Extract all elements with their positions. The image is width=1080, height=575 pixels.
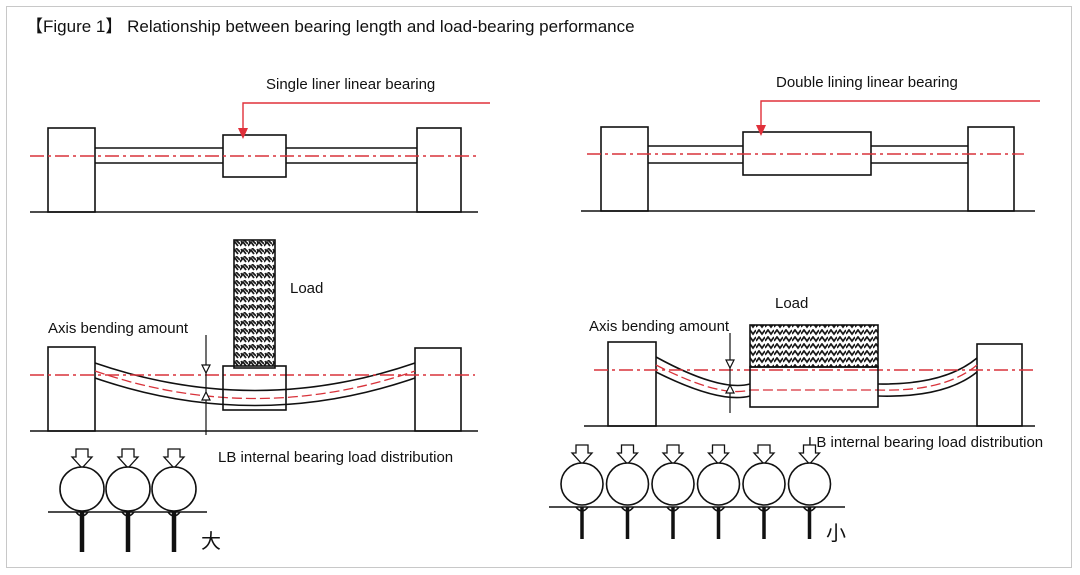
bent-shaft-lower-right (877, 371, 978, 397)
stress-notch (75, 511, 89, 517)
load-arrow-icon (616, 444, 639, 465)
left-support-block (47, 127, 96, 213)
figure-title: 【Figure 1】 Relationship between bearing … (26, 17, 635, 36)
bending-label: Axis bending amount (48, 320, 189, 337)
stress-notch (757, 506, 771, 512)
load-arrow-icon (661, 444, 685, 465)
pointer-line (242, 102, 490, 137)
load-label: Load (775, 295, 808, 312)
stress-notch (620, 506, 635, 512)
load-arrow-icon (116, 448, 140, 469)
pointer-line (760, 100, 1040, 134)
pointer-arrowhead (238, 128, 248, 139)
ball (605, 462, 650, 506)
load-arrow-icon (752, 444, 776, 465)
right-support-block (976, 343, 1023, 427)
distribution-label: LB internal bearing load distribution (808, 434, 1043, 451)
load-block (233, 239, 276, 369)
load-arrow-icon (707, 444, 730, 465)
load-arrow-icon (798, 444, 821, 465)
right-bottom-assembly (584, 324, 1035, 427)
bent-shaft-upper-right (877, 357, 978, 385)
bending-label: Axis bending amount (589, 318, 730, 335)
load-block (749, 324, 879, 368)
bent-axis (94, 370, 416, 400)
bearing-label: Double lining linear bearing (776, 74, 958, 91)
ball (560, 462, 604, 506)
right-support-block (416, 127, 462, 213)
distribution-label: LB internal bearing load distribution (218, 449, 453, 466)
ball (742, 462, 786, 506)
stress-notch (167, 511, 181, 517)
bending-arrow-up (725, 383, 735, 394)
load-distribution-balls (59, 448, 197, 552)
ball (59, 466, 105, 512)
bending-arrow-down (725, 359, 735, 370)
load-label: Load (290, 280, 323, 297)
right-support-block (414, 347, 462, 432)
bending-arrow-down (201, 364, 211, 375)
load-arrow-icon (570, 444, 594, 465)
ball (787, 462, 832, 506)
ball (651, 462, 695, 506)
bent-shaft-lower (94, 377, 416, 407)
pointer-arrowhead (756, 125, 766, 136)
stress-notch (802, 506, 817, 512)
ball (151, 466, 197, 512)
stress-notch (711, 506, 726, 512)
bent-axis (655, 364, 978, 393)
left-top-assembly (30, 127, 478, 213)
load-arrow-icon (162, 448, 186, 469)
single-liner-bearing (222, 365, 287, 411)
left-support-block (607, 341, 657, 427)
left-support-block (47, 346, 96, 432)
stress-notch (666, 506, 680, 512)
bent-shaft-upper-left (655, 356, 751, 387)
right-top-assembly (581, 126, 1035, 212)
left-bottom-assembly (30, 239, 478, 435)
left-support-block (600, 126, 649, 212)
bending-arrow-up (201, 390, 211, 401)
magnitude-label: 小 (826, 521, 846, 545)
double-lining-bearing (749, 366, 879, 408)
stress-notch (575, 506, 589, 512)
stress-notch (121, 511, 135, 517)
bent-shaft-lower-left (655, 371, 751, 399)
magnitude-label: 大 (201, 529, 221, 553)
ball (105, 466, 151, 512)
load-arrow-icon (70, 448, 94, 469)
load-distribution-balls (560, 444, 832, 539)
bearing-label: Single liner linear bearing (266, 76, 435, 93)
ball (696, 462, 741, 506)
right-support-block (967, 126, 1015, 212)
